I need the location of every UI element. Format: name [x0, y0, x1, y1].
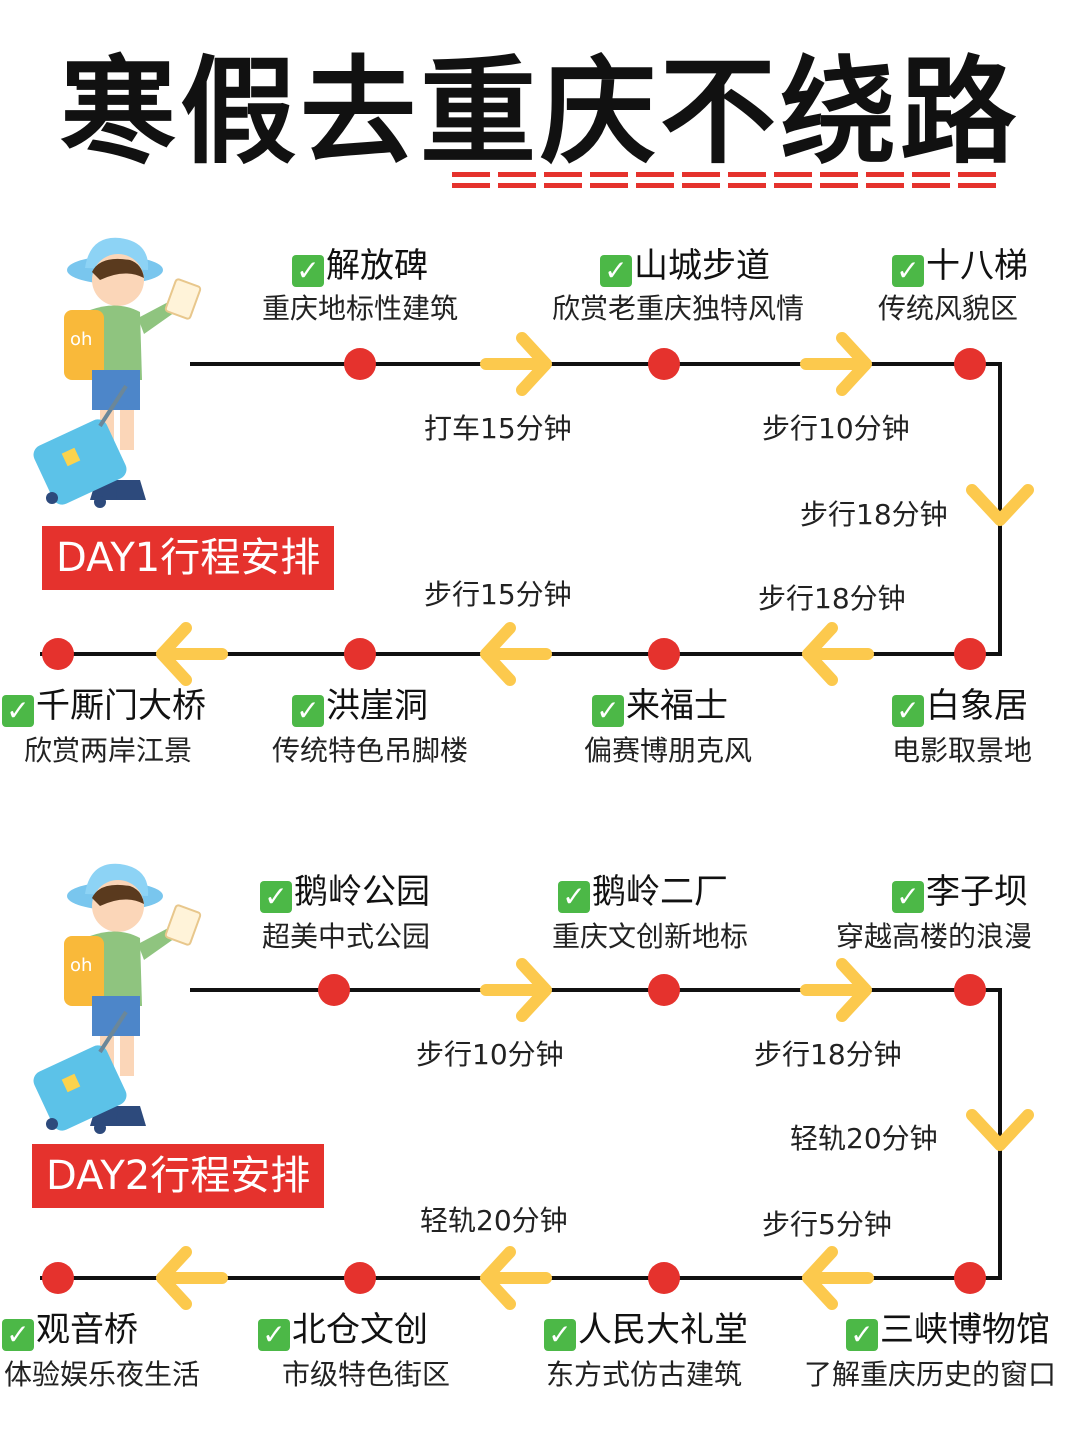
day1-stop-6-name: ✓洪崖洞 — [292, 686, 428, 727]
day2-transit-1: 步行10分钟 — [416, 1038, 564, 1071]
day1-stop-1-name: ✓解放碑 — [292, 246, 428, 287]
day1-transit-5: 步行15分钟 — [424, 578, 572, 611]
day2-transit-2: 步行18分钟 — [754, 1038, 902, 1071]
day2-stop-4-name: ✓三峡博物馆 — [846, 1310, 1050, 1351]
day1-stop-5-desc: 偏赛博朋克风 — [584, 734, 753, 767]
day1-stop-4-name: ✓白象居 — [892, 686, 1028, 727]
traveler-illustration-day2 — [28, 861, 204, 1136]
day1-stop-7-name: ✓千厮门大桥 — [2, 686, 206, 727]
traveler-illustration-day1 — [28, 235, 204, 510]
day1-transit-4: 步行18分钟 — [758, 582, 906, 615]
day2-stop-6-desc: 市级特色街区 — [282, 1358, 451, 1391]
day1-stop-5-name: ✓来福士 — [592, 686, 728, 727]
check-icon: ✓ — [258, 1319, 290, 1351]
day2-transit-3: 轻轨20分钟 — [790, 1122, 938, 1155]
check-icon: ✓ — [292, 255, 324, 287]
page-title: 寒假去重庆不绕路 — [60, 45, 1020, 180]
day1-transit-1: 打车15分钟 — [424, 412, 572, 445]
day1-stop-3-desc: 传统风貌区 — [878, 292, 1019, 325]
day1-stop-1-desc: 重庆地标性建筑 — [262, 292, 459, 325]
day1-badge: DAY1行程安排 — [42, 526, 335, 590]
title-underline — [452, 172, 997, 194]
check-icon: ✓ — [2, 695, 34, 727]
day1-stop-2-name: ✓山城步道 — [600, 246, 770, 287]
day2-stop-dots — [42, 974, 986, 1294]
day2-stop-3-desc: 穿越高楼的浪漫 — [836, 920, 1033, 953]
check-icon: ✓ — [558, 881, 590, 913]
check-icon: ✓ — [892, 255, 924, 287]
day2-stop-4-desc: 了解重庆历史的窗口 — [804, 1358, 1057, 1391]
day2-badge: DAY2行程安排 — [32, 1144, 325, 1208]
day2-stop-7-name: ✓观音桥 — [2, 1310, 138, 1351]
day1-stop-7-desc: 欣赏两岸江景 — [24, 734, 193, 767]
day2-transit-4: 步行5分钟 — [762, 1208, 892, 1241]
check-icon: ✓ — [892, 695, 924, 727]
check-icon: ✓ — [846, 1319, 878, 1351]
day2-stop-7-desc: 体验娱乐夜生活 — [4, 1358, 201, 1391]
day2-stop-5-desc: 东方式仿古建筑 — [546, 1358, 743, 1391]
day1-transit-2: 步行10分钟 — [762, 412, 910, 445]
day2-stop-1-name: ✓鹅岭公园 — [260, 872, 430, 913]
check-icon: ✓ — [292, 695, 324, 727]
check-icon: ✓ — [544, 1319, 576, 1351]
check-icon: ✓ — [600, 255, 632, 287]
day2-stop-3-name: ✓李子坝 — [892, 872, 1028, 913]
check-icon: ✓ — [260, 881, 292, 913]
check-icon: ✓ — [892, 881, 924, 913]
day1-transit-3: 步行18分钟 — [800, 498, 948, 531]
day1-stop-6-desc: 传统特色吊脚楼 — [272, 734, 469, 767]
day2-stop-2-desc: 重庆文创新地标 — [552, 920, 749, 953]
day2-stop-2-name: ✓鹅岭二厂 — [558, 872, 728, 913]
day1-stop-3-name: ✓十八梯 — [892, 246, 1028, 287]
day2-stop-5-name: ✓人民大礼堂 — [544, 1310, 748, 1351]
check-icon: ✓ — [2, 1319, 34, 1351]
day1-stop-dots — [42, 348, 986, 670]
check-icon: ✓ — [592, 695, 624, 727]
day2-transit-5: 轻轨20分钟 — [420, 1204, 568, 1237]
day1-stop-4-desc: 电影取景地 — [892, 734, 1033, 767]
day1-stop-2-desc: 欣赏老重庆独特风情 — [552, 292, 805, 325]
day2-stop-1-desc: 超美中式公园 — [262, 920, 431, 953]
day2-stop-6-name: ✓北仓文创 — [258, 1310, 428, 1351]
